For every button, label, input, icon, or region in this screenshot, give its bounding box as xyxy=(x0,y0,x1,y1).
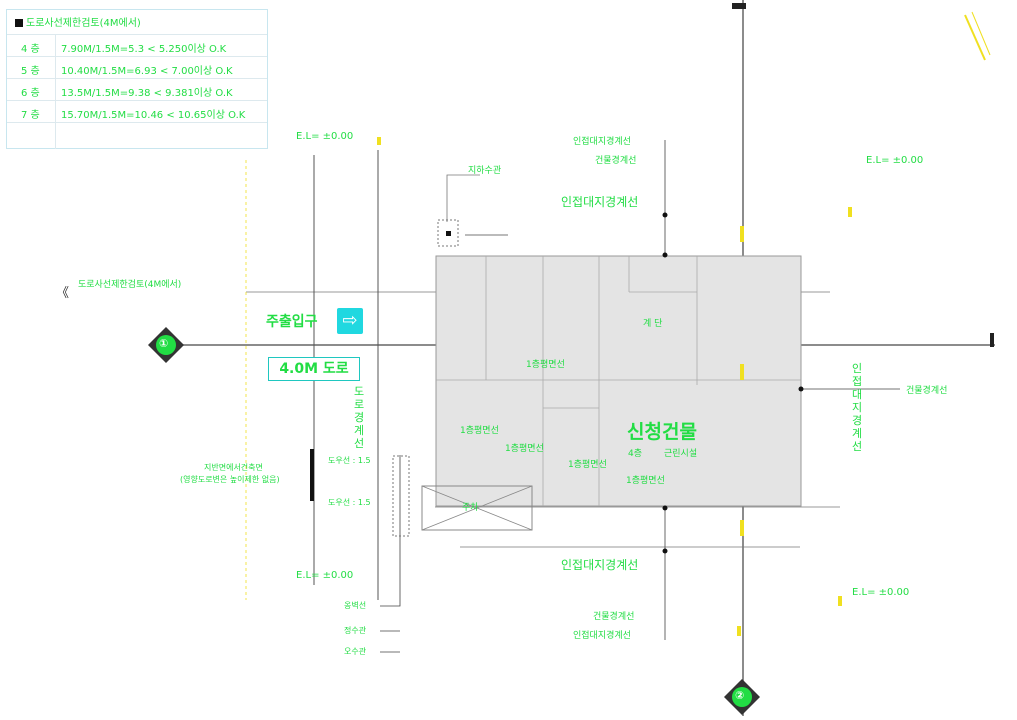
building-line-label: 건물경계선 xyxy=(595,156,637,166)
el-label: E.L= ±0.00 xyxy=(852,587,910,598)
yellow-marks xyxy=(377,11,991,636)
legend-sewage-pipe: 오수관 xyxy=(344,647,367,656)
first-floor-line: 1층평면선 xyxy=(526,360,565,370)
adjacent-boundary-label: 인접대지경계선 xyxy=(573,137,631,147)
adjacent-boundary-label: 인접대지경계선 xyxy=(573,631,631,641)
new-building-label: 신청건물 xyxy=(627,421,697,443)
legend-calc: 7.90M/1.5M=5.3 < 5.250이상 O.K xyxy=(61,44,227,55)
parking-box xyxy=(421,485,533,531)
legend-floor: 7 층 xyxy=(21,110,40,121)
first-floor-line: 1층평면선 xyxy=(568,460,607,470)
stair-label: 계 단 xyxy=(643,319,663,329)
legend-floor: 5 층 xyxy=(21,66,40,77)
adjacent-boundary-top: 인접대지경계선 xyxy=(561,195,639,209)
legend-calc: 15.70M/1.5M=10.46 < 10.65이상 O.K xyxy=(61,110,246,121)
node-bottom-label: ② xyxy=(735,689,745,702)
legend-retaining-wall: 옹벽선 xyxy=(344,601,367,610)
building-line-right: 건물경계선 xyxy=(906,386,948,396)
node-left-label: ① xyxy=(159,337,169,350)
first-floor-line: 1층평면선 xyxy=(505,444,544,454)
main-entrance-label: 주출입구 xyxy=(266,314,318,330)
chevron-icon: 《 xyxy=(56,286,70,301)
legend-title-text: 도로사선제한검토(4M에서) xyxy=(26,18,141,29)
slope-label: 도우선 : 1.5 xyxy=(328,498,371,507)
legend-title: 도로사선제한검토(4M에서) xyxy=(15,14,141,29)
road-setback-label: 도로사선제한검토(4M에서) xyxy=(78,280,182,290)
building-line-label: 건물경계선 xyxy=(593,612,635,622)
legend-table: 도로사선제한검토(4M에서) 4 층 7.90M/1.5M=5.3 < 5.25… xyxy=(6,9,268,149)
legend-floor: 4 층 xyxy=(21,44,40,55)
entrance-arrow-icon: ⇨ xyxy=(337,308,363,334)
road-width-label: 4.0M 도로 xyxy=(268,357,360,381)
node-bottom xyxy=(724,679,760,715)
legend-water-pipe: 정수관 xyxy=(344,626,367,635)
slope-label: 도우선 : 1.5 xyxy=(328,456,371,465)
first-floor-line: 1층평면선 xyxy=(460,426,499,436)
el-label: E.L= ±0.00 xyxy=(296,570,354,581)
well-label: 지하수관 xyxy=(468,166,502,176)
legend-row: 4 층 7.90M/1.5M=5.3 < 5.250이상 O.K xyxy=(7,34,267,57)
legend-floor: 6 층 xyxy=(21,88,40,99)
legend-row-empty xyxy=(7,122,267,149)
building-footprint xyxy=(435,255,802,507)
road-boundary-vertical: 도로경계선 xyxy=(354,385,365,450)
axis-top-marker xyxy=(732,3,746,9)
axis-right-marker xyxy=(990,333,994,347)
ground-note: 지반면에서건축면 xyxy=(204,463,263,472)
node-left xyxy=(148,327,184,363)
new-building-use: 근린시설 xyxy=(664,449,698,459)
legend-calc: 13.5M/1.5M=9.38 < 9.381이상 O.K xyxy=(61,88,233,99)
parking-label: 주차 xyxy=(462,503,479,513)
legend-calc: 10.40M/1.5M=6.93 < 7.00이상 O.K xyxy=(61,66,233,77)
ground-note-sub: (영향도로변은 높이제한 없음) xyxy=(180,475,280,484)
legend-row: 6 층 13.5M/1.5M=9.38 < 9.381이상 O.K xyxy=(7,78,267,101)
legend-row: 7 층 15.70M/1.5M=10.46 < 10.65이상 O.K xyxy=(7,100,267,123)
el-label: E.L= ±0.00 xyxy=(296,131,354,142)
adjacent-boundary-bottom: 인접대지경계선 xyxy=(561,558,639,572)
first-floor-line: 1층평면선 xyxy=(626,476,665,486)
well-box xyxy=(437,219,459,247)
adjacent-boundary-right: 인접대지경계선 xyxy=(852,362,863,453)
el-label: E.L= ±0.00 xyxy=(866,155,924,166)
legend-row: 5 층 10.40M/1.5M=6.93 < 7.00이상 O.K xyxy=(7,56,267,79)
new-building-floors: 4층 xyxy=(628,449,643,459)
